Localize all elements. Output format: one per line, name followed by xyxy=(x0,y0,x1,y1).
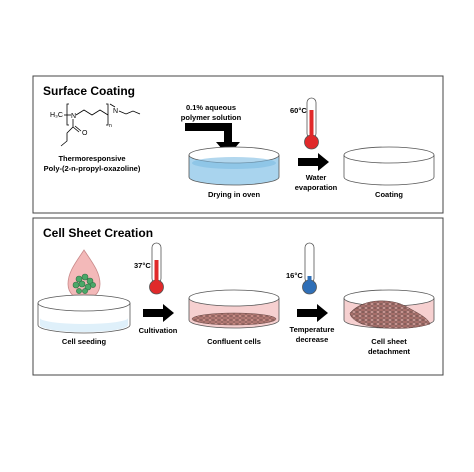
polymer-structure: H₃C N n N O xyxy=(50,103,141,147)
detach-label-line2: detachment xyxy=(368,347,411,356)
solution-label-line1: 0.1% aqueous xyxy=(186,103,236,112)
cell-droplet-icon xyxy=(67,249,101,301)
solution-label-line2: polymer solution xyxy=(181,113,242,122)
cultivation-arrow xyxy=(143,304,174,322)
evap-label-line2: evaporation xyxy=(295,183,338,192)
chem-o: O xyxy=(82,130,88,137)
surface-coating-panel xyxy=(32,75,444,214)
temp-decrease-line2: decrease xyxy=(296,335,329,344)
chem-ch3: H₃C xyxy=(50,112,63,119)
confluent-label: Confluent cells xyxy=(207,337,261,346)
dish-coating xyxy=(343,146,435,186)
evaporation-arrow xyxy=(298,153,329,171)
detach-label-line1: Cell sheet xyxy=(371,337,407,346)
chem-n2: N xyxy=(113,108,118,115)
thermometer-warm-icon xyxy=(149,242,164,295)
dish-seeding xyxy=(37,294,131,334)
dish-confluent xyxy=(188,289,280,329)
polymer-name-line1: Thermoresponsive xyxy=(58,154,125,163)
evap-label-line1: Water xyxy=(306,173,327,182)
dish-drying xyxy=(188,146,280,186)
chem-n-subscript: n xyxy=(109,123,112,129)
chem-n1: N xyxy=(71,113,76,120)
seeding-label: Cell seeding xyxy=(62,337,107,346)
dish-detachment xyxy=(343,289,435,329)
coating-label: Coating xyxy=(375,190,403,199)
cultivation-label: Cultivation xyxy=(139,326,178,335)
temp-60-label: 60°C xyxy=(290,106,307,115)
temp-decrease-arrow xyxy=(297,304,328,322)
cell-sheet-title: Cell Sheet Creation xyxy=(43,226,153,240)
drying-label: Drying in oven xyxy=(208,190,261,199)
surface-coating-title: Surface Coating xyxy=(43,84,135,98)
temp-decrease-line1: Temperature xyxy=(290,325,335,334)
polymer-name-line2: Poly-(2-n-propyl-oxazoline) xyxy=(44,164,141,173)
temp-16-label: 16°C xyxy=(286,271,303,280)
thermometer-hot-icon xyxy=(304,97,319,150)
thermometer-cold-icon xyxy=(302,242,317,295)
temp-37-label: 37°C xyxy=(134,261,151,270)
